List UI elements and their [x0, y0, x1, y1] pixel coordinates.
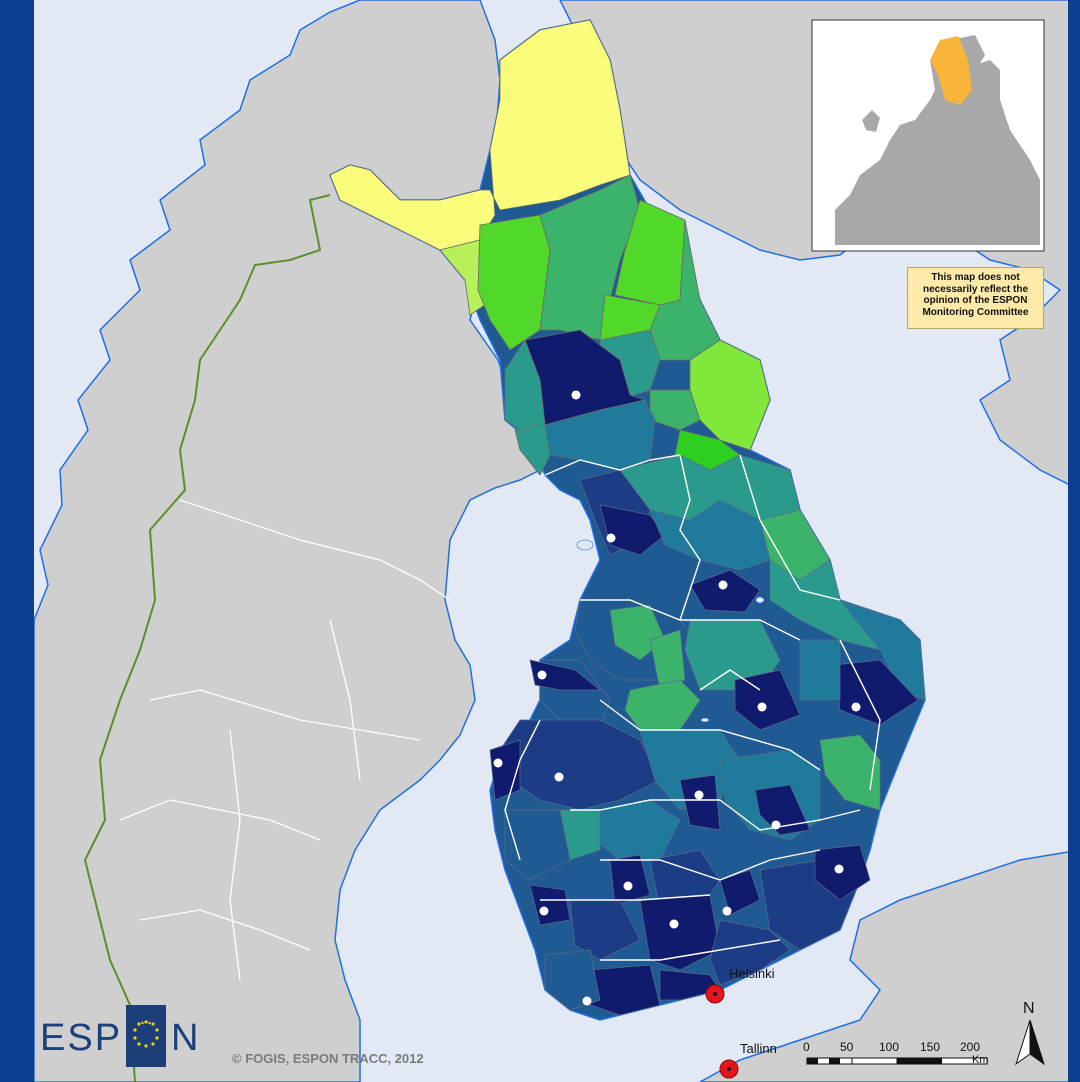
city-dot — [571, 390, 581, 400]
city-dot — [851, 702, 861, 712]
copyright-text: © FOGIS, ESPON TRACC, 2012 — [232, 1051, 424, 1066]
logo-right-text: N — [171, 1017, 201, 1059]
logo-left-text: ESP — [40, 1017, 123, 1059]
tallinn-marker — [719, 1059, 739, 1079]
scale-label-50: 50 — [840, 1040, 854, 1054]
inset-map — [811, 19, 1045, 252]
helsinki-label: Helsinki — [729, 966, 775, 981]
city-dot — [834, 864, 844, 874]
lakes — [576, 539, 765, 723]
border-norway-sweden — [83, 194, 331, 1082]
disclaimer-line: Monitoring Committee — [922, 306, 1029, 318]
city-dot — [582, 996, 592, 1006]
disclaimer-line: opinion of the ESPON — [923, 295, 1028, 306]
city-dot — [718, 580, 728, 590]
north-arrow-icon — [1015, 1019, 1045, 1066]
tallinn-label: Tallinn — [740, 1041, 777, 1056]
left-frame — [0, 0, 34, 1082]
city-dot — [606, 533, 616, 543]
disclaimer-box: This map does not necessarily reflect th… — [907, 267, 1044, 329]
city-dot — [694, 790, 704, 800]
espon-logo: ESP N — [40, 1005, 200, 1067]
city-dot — [539, 906, 549, 916]
lapland-regions — [329, 19, 771, 476]
regional-centres — [493, 390, 861, 1006]
scale-label-200: 200 — [960, 1040, 980, 1054]
city-dot — [771, 820, 781, 830]
city-dot — [757, 702, 767, 712]
disclaimer-line: This map does not — [931, 272, 1020, 283]
city-dot — [537, 670, 547, 680]
helsinki-marker — [705, 984, 725, 1004]
scale-label-150: 150 — [920, 1040, 940, 1054]
disclaimer-line: necessarily reflect the — [922, 283, 1029, 295]
finland-region-boundaries — [504, 454, 881, 961]
north-label: N — [1023, 1000, 1035, 1017]
land-russia-south — [699, 849, 1080, 1082]
swedish-regions — [119, 499, 451, 981]
scale-label-100: 100 — [879, 1040, 899, 1054]
scale-bar — [806, 1057, 988, 1065]
city-dot — [623, 881, 633, 891]
city-dot — [554, 772, 564, 782]
right-frame — [1068, 0, 1080, 1082]
city-dot — [493, 758, 503, 768]
south-regions — [489, 454, 926, 1016]
scale-unit: Km — [972, 1054, 989, 1066]
eu-stars-icon — [126, 1005, 166, 1067]
inset-finland-highlight — [930, 36, 972, 105]
city-dot — [722, 906, 732, 916]
city-dot — [669, 919, 679, 929]
scale-label-0: 0 — [803, 1040, 810, 1054]
